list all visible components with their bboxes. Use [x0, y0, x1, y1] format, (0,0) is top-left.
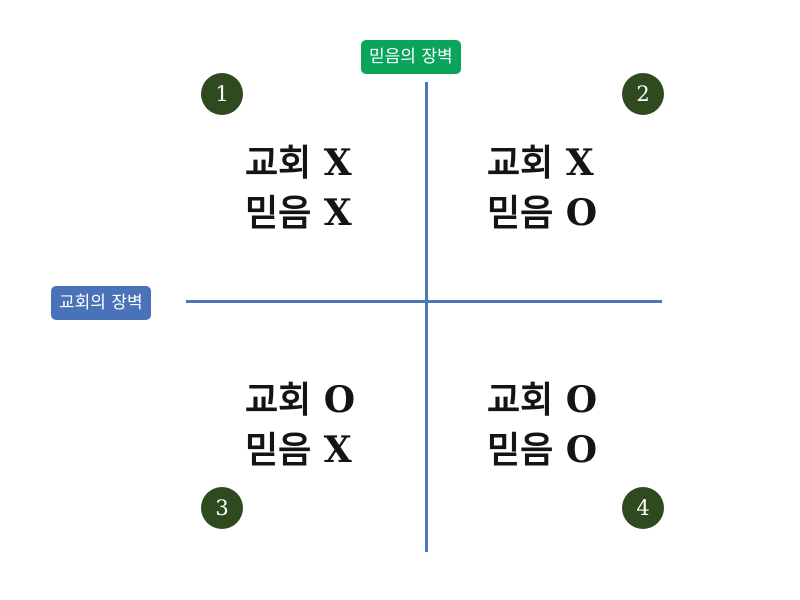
- quadrant-4-number-badge: 4: [622, 487, 664, 529]
- quadrant-1-faith-status: 믿음 X: [245, 192, 352, 234]
- quadrant-1-church-status: 교회 X: [245, 142, 352, 184]
- quadrant-2-number-badge: 2: [622, 73, 664, 115]
- horizontal-axis-line: [186, 300, 662, 303]
- quadrant-2-text: 교회 X 믿음 O: [487, 138, 597, 238]
- quadrant-4-text: 교회 O 믿음 O: [487, 375, 597, 475]
- quadrant-3-number-badge: 3: [201, 487, 243, 529]
- quadrant-4-faith-status: 믿음 O: [487, 429, 598, 471]
- faith-barrier-label: 믿음의 장벽: [361, 40, 461, 74]
- quadrant-3-church-status: 교회 O: [245, 379, 356, 421]
- quadrant-2-faith-status: 믿음 O: [487, 192, 598, 234]
- quadrant-1-number-badge: 1: [201, 73, 243, 115]
- quadrant-3-text: 교회 O 믿음 X: [245, 375, 355, 475]
- quadrant-2-church-status: 교회 X: [487, 142, 594, 184]
- church-barrier-label: 교회의 장벽: [51, 286, 151, 320]
- quadrant-4-church-status: 교회 O: [487, 379, 598, 421]
- vertical-axis-line: [425, 82, 428, 552]
- quadrant-1-text: 교회 X 믿음 X: [245, 138, 352, 238]
- quadrant-3-faith-status: 믿음 X: [245, 429, 352, 471]
